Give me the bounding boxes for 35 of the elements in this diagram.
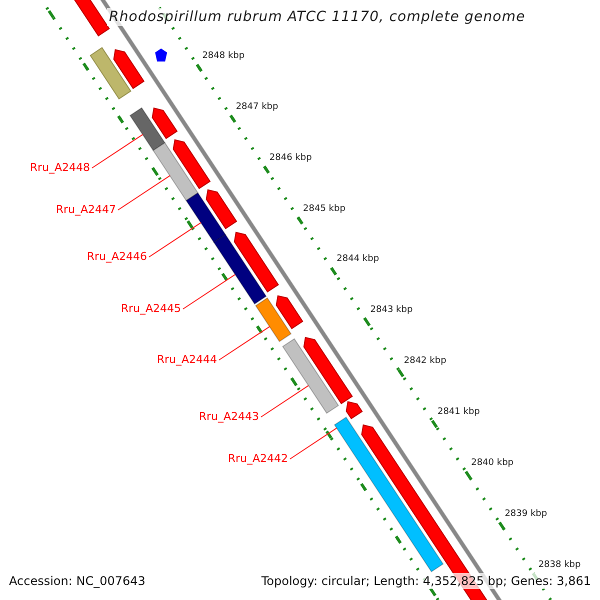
genome-info-text: Topology: circular; Length: 4,352,825 bp; Genes: 3,861 <box>259 573 593 589</box>
gene-bar <box>334 416 444 572</box>
scale-label: 2844 kbp <box>336 254 380 266</box>
gene-label: Rru_A2445 <box>120 302 181 316</box>
gene-label: Rru_A2447 <box>56 203 116 217</box>
scale-label: 2840 kbp <box>471 458 514 469</box>
leader-line <box>218 326 270 360</box>
scale-label: 2842 kbp <box>404 356 446 368</box>
accession-text: Accession: NC_007643 <box>7 573 148 589</box>
gene-bar <box>255 297 292 342</box>
map-title: Rhodospirillum rubrum ATCC 11170, complete genome <box>107 8 528 26</box>
leader-line <box>148 222 202 258</box>
gene-bar <box>129 107 166 152</box>
gene-bar <box>282 338 340 414</box>
gene-label: Rru_A2444 <box>156 353 217 367</box>
gene-bar <box>186 192 226 243</box>
gene-label: Rru_A2442 <box>228 452 288 466</box>
gene-label: Rru_A2443 <box>198 410 259 424</box>
scale-label: 2838 kbp <box>538 560 581 571</box>
scale-label: 2843 kbp <box>370 305 413 316</box>
scale-label: 2848 kbp <box>202 50 245 62</box>
leader-line <box>118 175 171 210</box>
gene-bar <box>213 234 267 305</box>
leader-line <box>182 274 236 310</box>
leader-line <box>260 385 309 418</box>
leader-line <box>92 134 144 168</box>
scale-label: 2846 kbp <box>269 152 312 164</box>
scale-label: 2841 kbp <box>437 407 480 418</box>
gene-label: Rru_A2446 <box>86 250 147 264</box>
gene-label: Rru_A2448 <box>30 161 90 175</box>
scale-label: 2839 kbp <box>504 508 548 520</box>
leader-line <box>290 428 338 460</box>
gene-bar <box>152 142 199 202</box>
scale-label: 2847 kbp <box>236 102 278 113</box>
scale-label: 2845 kbp <box>303 204 346 214</box>
